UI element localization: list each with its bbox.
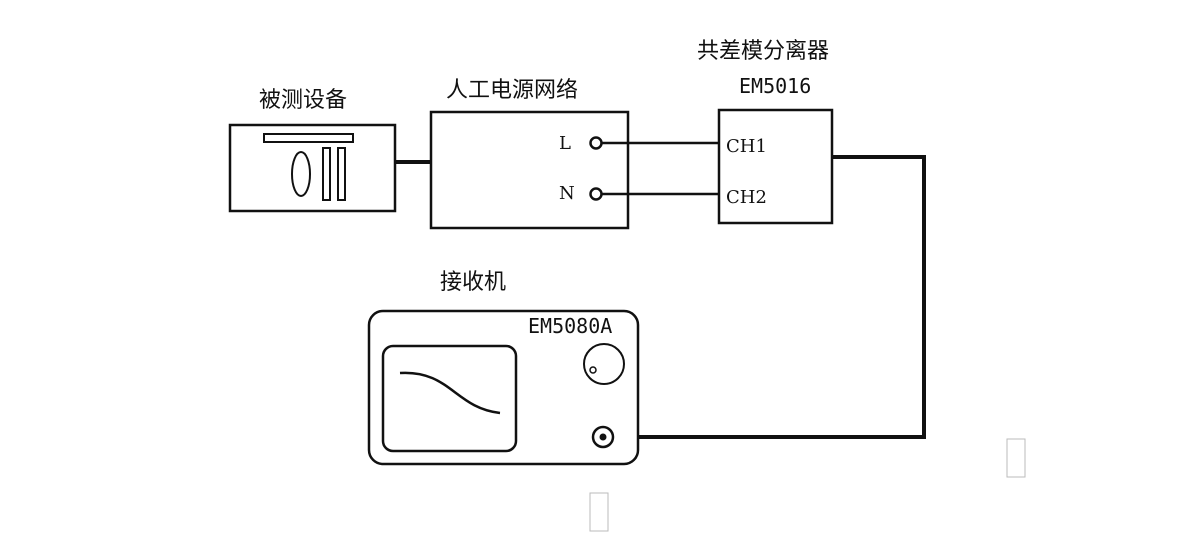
separator-block: 共差模分离器 EM5016 CH1 CH2 bbox=[697, 39, 834, 225]
receiver-model: EM5080A bbox=[528, 314, 612, 338]
receiver-waveform-icon bbox=[399, 371, 501, 415]
lisn-terminal-n-label: N bbox=[559, 183, 575, 204]
receiver-label: 接收机 bbox=[440, 270, 506, 295]
receiver-screen bbox=[381, 344, 518, 453]
placeholder-box bbox=[589, 492, 609, 532]
lisn-terminal-l-label: L bbox=[559, 133, 571, 154]
separator-ch2-label: CH2 bbox=[726, 187, 767, 208]
receiver-knob-marker-icon bbox=[589, 366, 597, 374]
dut-label: 被测设备 bbox=[259, 88, 347, 113]
lisn-box bbox=[429, 110, 630, 230]
receiver-block: 接收机 EM5080A bbox=[367, 270, 640, 466]
receiver-input-port-center-icon bbox=[599, 433, 607, 441]
lisn-label: 人工电源网络 bbox=[446, 78, 578, 103]
dut-block: 被测设备 bbox=[228, 88, 397, 213]
dut-symbol-icon bbox=[263, 133, 354, 201]
placeholder-box bbox=[1006, 438, 1026, 478]
lisn-terminal-n-icon bbox=[589, 187, 603, 201]
separator-to-receiver-cable bbox=[603, 155, 926, 439]
lisn-terminal-l-icon bbox=[589, 136, 603, 150]
separator-ch1-label: CH1 bbox=[726, 136, 767, 157]
lisn-block: 人工电源网络 L N bbox=[429, 78, 630, 230]
separator-box bbox=[717, 108, 834, 225]
separator-label: 共差模分离器 bbox=[697, 39, 829, 64]
receiver-knob-icon bbox=[583, 343, 625, 385]
separator-model: EM5016 bbox=[739, 74, 811, 98]
